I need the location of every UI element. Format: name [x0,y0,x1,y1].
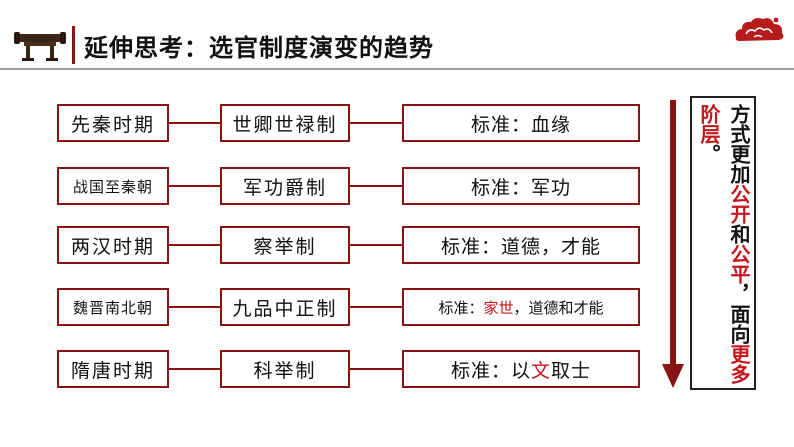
system-box-shiqing: 世卿世禄制 [220,104,350,142]
standard-box-row-5: 标准：以文取士 [402,350,640,388]
standard-box-row-2: 标准：军功 [402,167,640,205]
system-box-military-merit: 军功爵制 [220,167,350,205]
connector-line [169,368,220,370]
standard-text: 标准：血缘 [470,113,571,136]
connector-line [350,368,402,370]
summary-part: 方式更加 [727,104,751,184]
summary-box: 方式更加公开和公平，面向更多阶层。 [690,96,756,390]
connector-line [350,306,402,308]
connector-line [169,244,220,246]
title-divider [72,26,75,64]
standard-text: 取士 [551,359,592,382]
title-bar: 延伸思考：选官制度演变的趋势 [0,22,794,68]
connector-line [169,185,220,187]
standard-box-row-3: 标准：道德，才能 [402,226,640,264]
era-box-sui-tang: 隋唐时期 [57,350,169,388]
era-box-pre-qin: 先秦时期 [57,104,169,142]
system-box-chaju: 察举制 [220,226,350,264]
down-arrow-icon [662,100,684,388]
page-title: 延伸思考：选官制度演变的趋势 [84,33,434,62]
era-box-warring-qin: 战国至秦朝 [57,167,169,205]
standard-text: 标准： [438,298,484,317]
standard-text: 标准：军功 [470,176,571,199]
summary-part: ，面向 [727,284,751,344]
red-cloud-icon [735,17,784,41]
era-box-wei-jin: 魏晋南北朝 [57,288,169,326]
standard-box-row-4: 标准：家世，道德和才能 [402,288,640,326]
standard-text: 标准：道德，才能 [440,235,601,258]
connector-line [350,122,402,124]
standard-box-row-1: 标准：血缘 [402,104,640,142]
connector-line [350,244,402,246]
title-underline [0,68,794,70]
standard-highlight: 家世 [483,298,514,317]
connector-line [169,122,220,124]
summary-part: 。 [697,144,721,164]
scroll-desk-icon [14,32,66,61]
summary-part: 和 [727,224,751,244]
era-box-han: 两汉时期 [57,226,169,264]
standard-text: ，道德和才能 [513,298,604,317]
summary-highlight: 公平 [727,244,751,284]
connector-line [350,185,402,187]
summary-text: 方式更加公开和公平，面向更多阶层。 [694,104,754,384]
summary-highlight: 更多阶层 [697,104,751,384]
standard-highlight: 文 [530,359,551,382]
summary-highlight: 公开 [727,184,751,224]
standard-text: 标准：以 [450,359,531,382]
system-box-keju: 科举制 [220,350,350,388]
connector-line [169,306,220,308]
system-box-nine-rank: 九品中正制 [220,288,350,326]
